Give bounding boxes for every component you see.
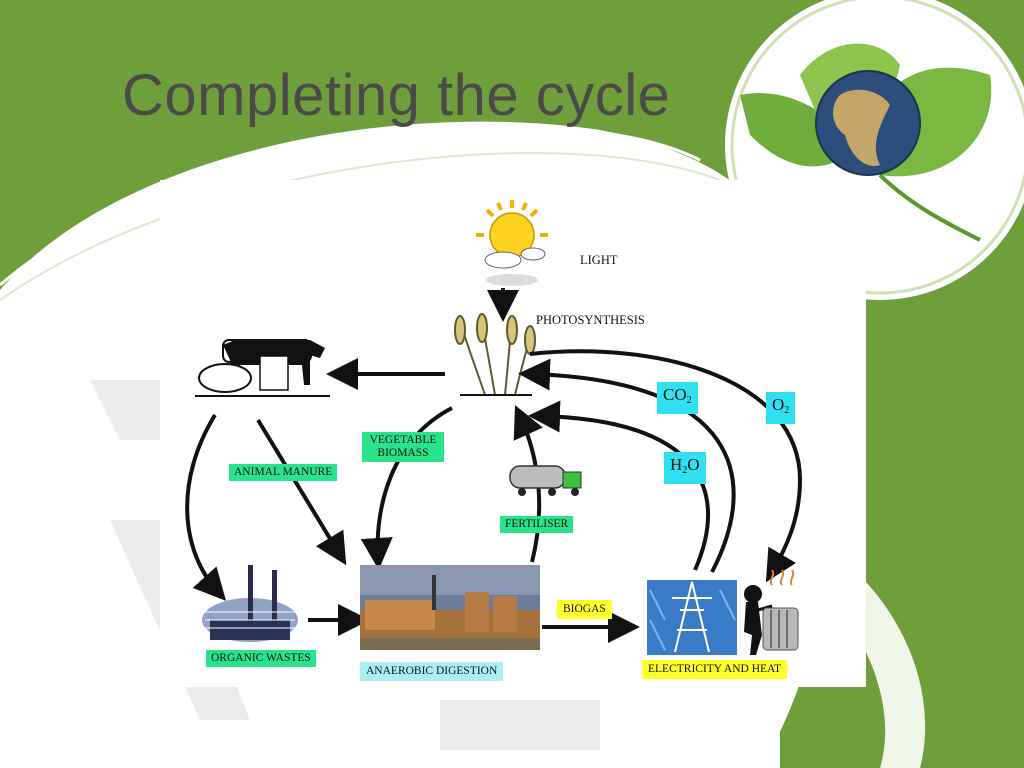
label-biogas: BIOGAS	[557, 600, 612, 619]
label-h2o: H2O	[664, 452, 706, 484]
label-co2: CO2	[657, 382, 698, 414]
wheat-icon	[454, 313, 536, 396]
label-organic-wastes: ORGANIC WASTES	[206, 650, 316, 667]
co2-subscript: 2	[686, 395, 692, 406]
co2-base: CO	[663, 385, 687, 404]
label-o2: O2	[766, 392, 796, 424]
diagram-graphics	[185, 200, 803, 655]
power-pylon-icon	[647, 580, 737, 655]
label-light: LIGHT	[580, 253, 618, 267]
slide-title: Completing the cycle	[122, 63, 671, 128]
label-vegetable-biomass-line1: VEGETABLE	[369, 434, 437, 446]
label-animal-manure: ANIMAL MANURE	[229, 464, 338, 481]
label-vegetable-biomass-line2: BIOMASS	[377, 447, 429, 459]
right-swoosh	[800, 550, 926, 768]
factory-icon	[202, 565, 298, 642]
digester-plant-icon	[360, 565, 540, 650]
sun-icon	[476, 200, 548, 286]
livestock-icon	[195, 339, 330, 397]
globe-leaf-icon	[740, 43, 992, 242]
o2-base: O	[772, 395, 785, 414]
o2-subscript: 2	[784, 405, 790, 416]
h2o-h: H	[670, 455, 683, 474]
label-electricity-and-heat: ELECTRICITY AND HEAT	[642, 660, 788, 679]
label-vegetable-biomass: VEGETABLE BIOMASS	[362, 432, 444, 462]
white-arc	[0, 125, 701, 287]
white-arc-2	[0, 152, 721, 301]
label-anaerobic-digestion: ANAEROBIC DIGESTION	[360, 662, 504, 681]
tanker-truck-icon	[509, 465, 582, 496]
h2o-o: O	[687, 455, 700, 474]
h2o-subscript: 2	[682, 465, 688, 476]
label-photosynthesis: PHOTOSYNTHESIS	[536, 313, 645, 327]
cycle-diagram-panel: LIGHT PHOTOSYNTHESIS VEGETABLE BIOMASS A…	[160, 180, 866, 687]
radiator-person-icon	[744, 569, 799, 655]
label-fertiliser: FERTILISER	[500, 516, 574, 533]
